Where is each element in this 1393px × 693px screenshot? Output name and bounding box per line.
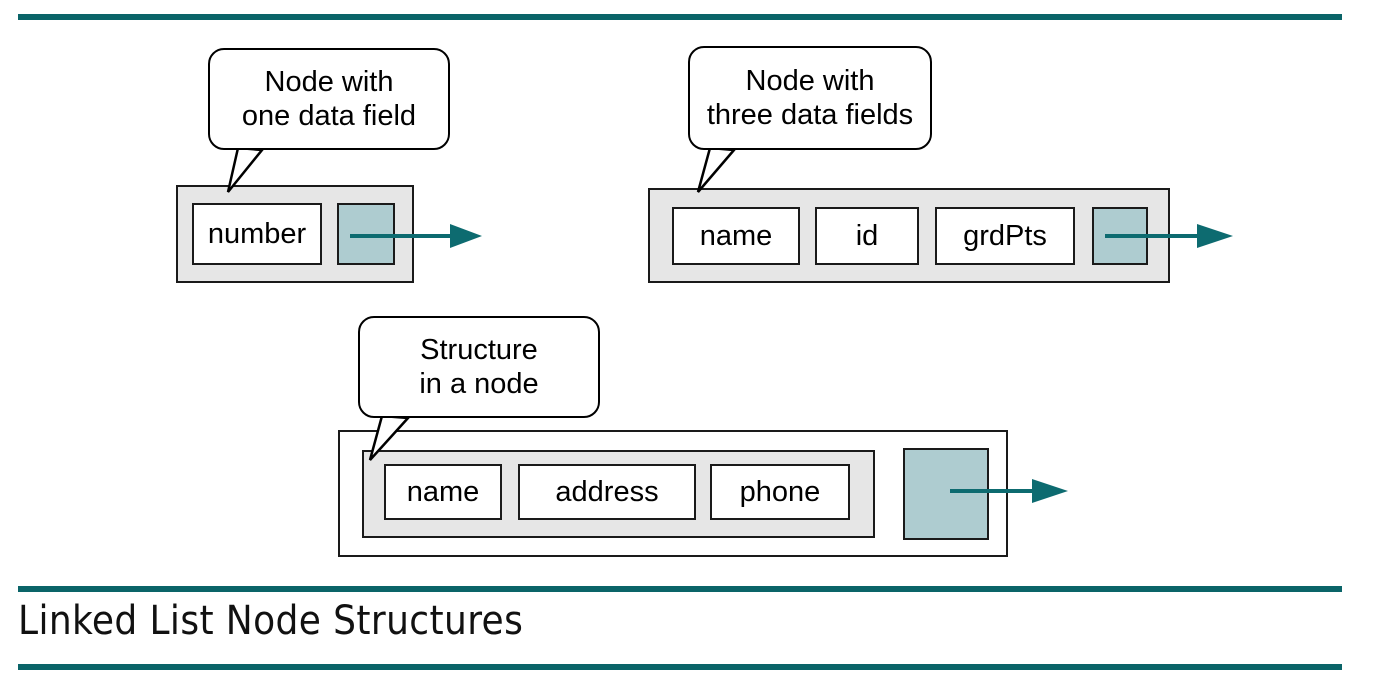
callout-line-1: Structure bbox=[420, 333, 538, 366]
callout-line-2: three data fields bbox=[706, 99, 914, 131]
field-label: number bbox=[207, 217, 307, 250]
field-label: grdPts bbox=[963, 219, 1047, 252]
node-field-name[interactable]: name bbox=[672, 207, 800, 265]
field-label: phone bbox=[739, 475, 821, 508]
callout-line-2: one data field bbox=[241, 100, 417, 132]
callout-line-1: Node with bbox=[264, 65, 394, 98]
accent-rule-middle bbox=[18, 586, 1342, 592]
node-pointer-cell-structure[interactable] bbox=[903, 448, 989, 540]
callout-structure: Structure in a node bbox=[358, 316, 600, 418]
field-label: id bbox=[855, 219, 879, 252]
node-field-name[interactable]: name bbox=[384, 464, 502, 520]
callout-line-1: Node with bbox=[745, 64, 875, 97]
node-field-grdpts[interactable]: grdPts bbox=[935, 207, 1075, 265]
callout-tail-one-field bbox=[226, 146, 265, 193]
field-label: address bbox=[555, 475, 659, 508]
accent-rule-bottom bbox=[18, 664, 1342, 670]
link-arrow-one-field bbox=[350, 224, 482, 248]
accent-rule-top bbox=[18, 14, 1342, 20]
node-field-id[interactable]: id bbox=[815, 207, 919, 265]
field-label: name bbox=[406, 475, 480, 508]
callout-tail-structure bbox=[368, 414, 411, 461]
link-arrow-three-fields bbox=[1105, 224, 1233, 248]
page-title: Linked List Node Structures bbox=[18, 598, 524, 644]
node-field-address[interactable]: address bbox=[518, 464, 696, 520]
callout-three-fields: Node with three data fields bbox=[688, 46, 932, 150]
callout-line-2: in a node bbox=[419, 368, 539, 400]
callout-tail-three-fields bbox=[696, 146, 737, 193]
node-field-number[interactable]: number bbox=[192, 203, 322, 265]
link-arrow-structure bbox=[950, 479, 1068, 503]
callout-one-field: Node with one data field bbox=[208, 48, 450, 150]
node-field-phone[interactable]: phone bbox=[710, 464, 850, 520]
field-label: name bbox=[699, 219, 773, 252]
